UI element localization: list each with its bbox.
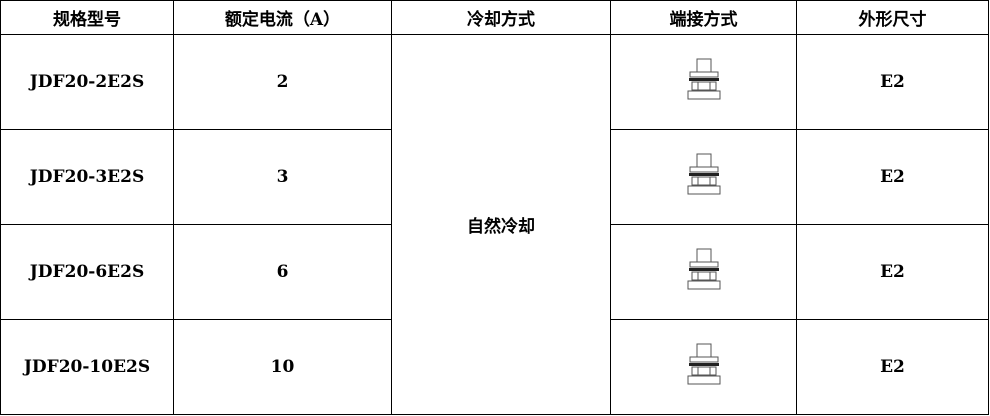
terminal-cell xyxy=(610,34,797,130)
table-row: JDF20-10E2S 10 E2 xyxy=(0,319,989,415)
size-cell: E2 xyxy=(796,34,989,130)
cooling-cell: 自然冷却 xyxy=(391,34,611,415)
screw-terminal-icon xyxy=(687,248,720,290)
size-cell: E2 xyxy=(796,319,989,415)
current-cell: 10 xyxy=(173,319,392,415)
size-cell: E2 xyxy=(796,129,989,225)
header-terminal: 端接方式 xyxy=(610,0,797,35)
header-rated-current: 额定电流（A） xyxy=(173,0,392,35)
screw-terminal-icon xyxy=(687,343,720,385)
current-cell: 3 xyxy=(173,129,392,225)
screw-terminal-icon xyxy=(687,58,720,100)
header-size: 外形尺寸 xyxy=(796,0,989,35)
table-row: JDF20-2E2S 2 自然冷却 E2 xyxy=(0,34,989,415)
screw-terminal-icon xyxy=(687,153,720,195)
terminal-cell xyxy=(610,129,797,225)
terminal-cell xyxy=(610,319,797,415)
table-row: JDF20-3E2S 3 E2 xyxy=(0,129,989,225)
header-cooling: 冷却方式 xyxy=(391,0,611,35)
table-row: JDF20-6E2S 6 E2 xyxy=(0,224,989,320)
header-row: 规格型号 额定电流（A） 冷却方式 端接方式 外形尺寸 xyxy=(0,0,989,35)
current-cell: 6 xyxy=(173,224,392,320)
size-cell: E2 xyxy=(796,224,989,320)
terminal-cell xyxy=(610,224,797,320)
model-cell: JDF20-2E2S xyxy=(0,34,174,130)
header-model: 规格型号 xyxy=(0,0,174,35)
current-cell: 2 xyxy=(173,34,392,130)
model-cell: JDF20-10E2S xyxy=(0,319,174,415)
model-cell: JDF20-3E2S xyxy=(0,129,174,225)
model-cell: JDF20-6E2S xyxy=(0,224,174,320)
